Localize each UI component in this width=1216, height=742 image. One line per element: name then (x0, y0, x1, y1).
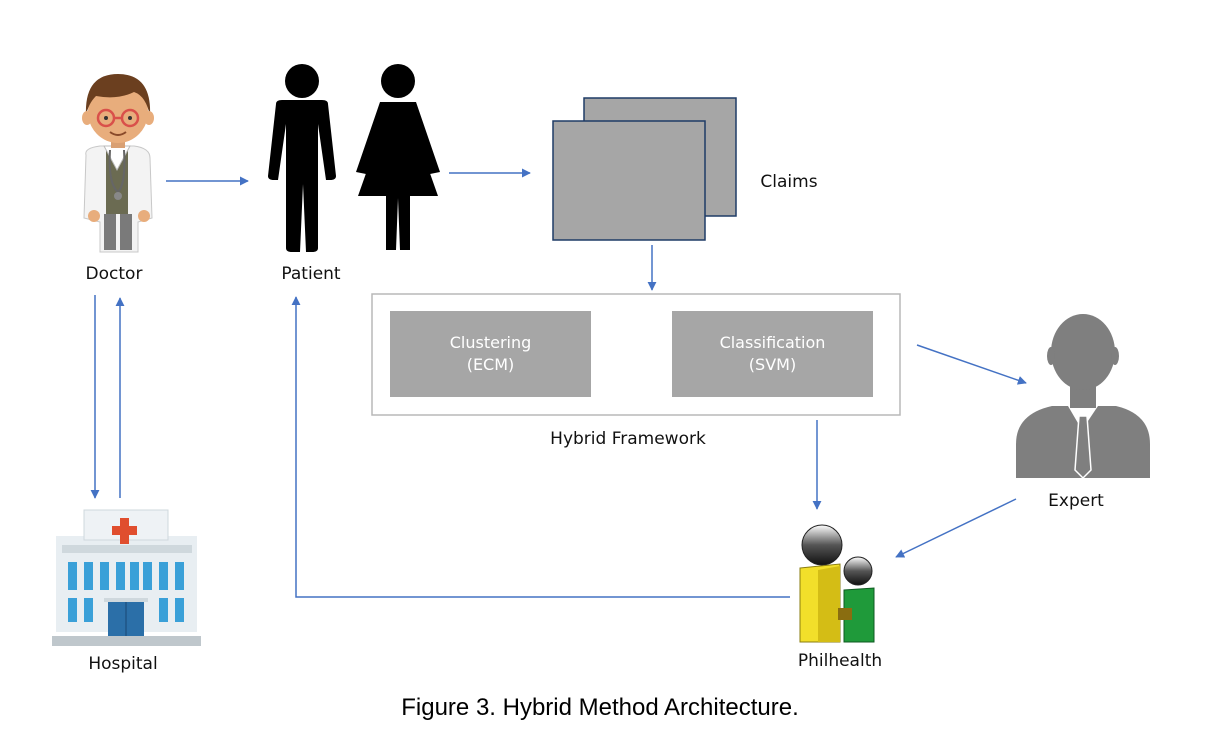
connector-arrows (90, 168, 1027, 598)
hospital-icon (52, 509, 201, 646)
patient-label: Patient (281, 264, 341, 284)
classification-method: (SVM) (748, 355, 797, 374)
arrow-framework-to-expert (916, 344, 1027, 385)
classification-process-box: Classification (SVM) (672, 311, 873, 397)
doctor-label: Doctor (85, 264, 143, 284)
patient-icon (268, 64, 440, 252)
arrow-expert-to-philhealth (895, 498, 1017, 558)
philhealth-logo-icon (799, 524, 875, 643)
claims-label: Claims (760, 172, 818, 192)
expert-icon (1016, 314, 1150, 480)
clustering-title: Clustering (449, 333, 532, 352)
clustering-process-box: Clustering (ECM) (390, 311, 591, 397)
philhealth-label: Philhealth (797, 651, 883, 671)
arrow-philhealth-to-patient (291, 296, 790, 598)
hospital-label: Hospital (88, 654, 158, 674)
clustering-method: (ECM) (466, 355, 515, 374)
hybrid-framework-label: Hybrid Framework (550, 429, 706, 449)
doctor-icon (82, 74, 154, 253)
classification-title: Classification (719, 333, 826, 352)
figure-caption: Figure 3. Hybrid Method Architecture. (401, 694, 799, 721)
claims-documents-icon (552, 97, 737, 241)
expert-label: Expert (1048, 491, 1104, 511)
